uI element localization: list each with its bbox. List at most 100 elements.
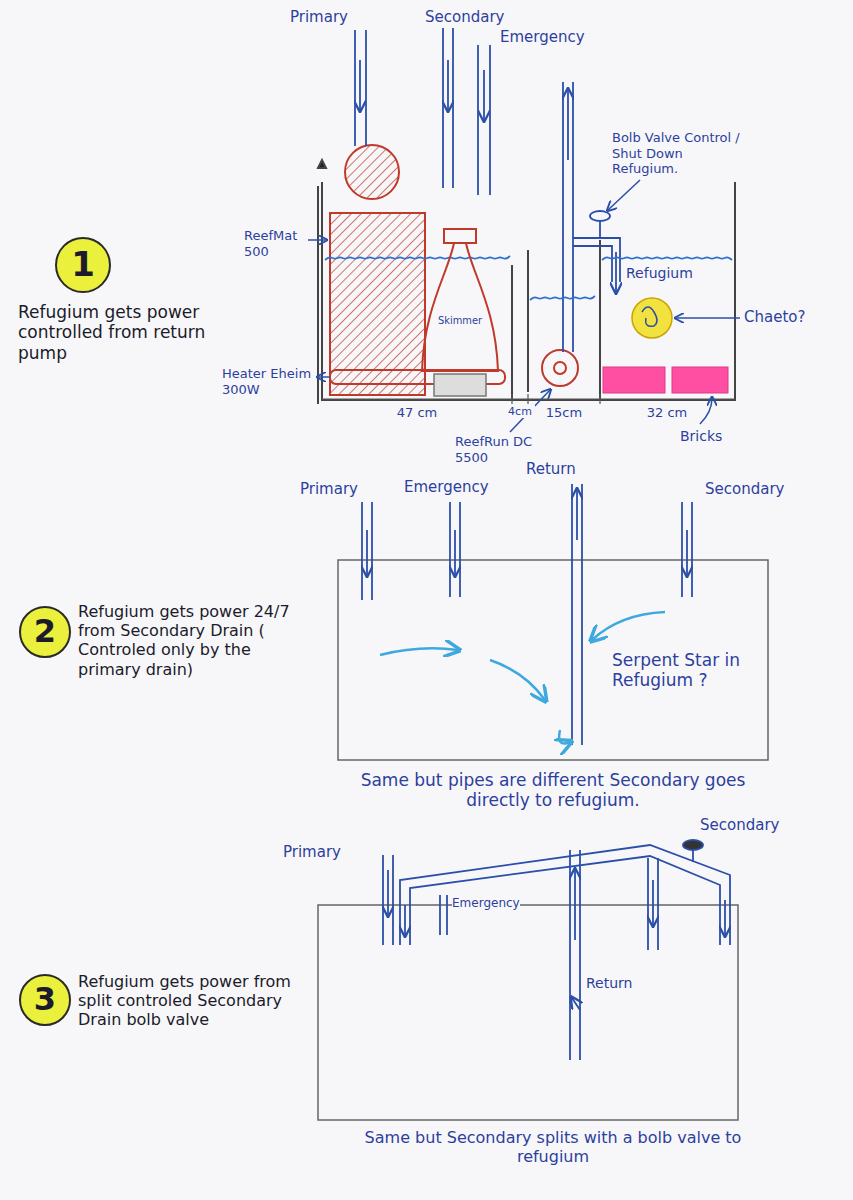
pipe: [355, 28, 620, 352]
label-text: Emergency: [500, 28, 585, 46]
pipe: [361, 502, 363, 600]
part-name: Skimmer: [418, 316, 502, 327]
label-text: Secondary: [705, 480, 784, 498]
callout-text: 2: [34, 614, 56, 649]
pipe: [439, 895, 441, 935]
skimmer-shape: Skimmer: [418, 228, 502, 373]
flow-arrow: [447, 60, 449, 110]
label-text: Refugium gets power controlled from retu…: [18, 302, 213, 363]
skimmer-stand: [434, 374, 486, 396]
sump-walls: [511, 265, 513, 400]
leader-line: [676, 317, 740, 319]
skimmer-body: [422, 243, 498, 371]
flow-arrow: [359, 60, 361, 110]
pipe: [569, 850, 571, 1060]
pipe: [459, 502, 461, 597]
label-text: Secondary: [425, 8, 504, 26]
callout-number: 2: [19, 606, 71, 658]
pipe: [590, 211, 610, 221]
chaeto: [632, 298, 672, 338]
pipe: [446, 895, 448, 935]
label-text: Bricks: [680, 428, 722, 445]
sump-walls: [599, 240, 601, 400]
flow-arrow: [387, 870, 389, 915]
pipe: [382, 855, 384, 945]
pipe: [477, 45, 479, 195]
label-text: Chaeto?: [744, 308, 805, 326]
reef-mat: [330, 145, 425, 395]
flow-arrow: [574, 870, 576, 940]
pipe: [573, 246, 612, 282]
pipe: [383, 840, 730, 1060]
pipe: [573, 238, 620, 282]
label-text: Bolb Valve Control / Shut Down Refugium.: [612, 130, 750, 177]
label-text: ReefMat 500: [244, 228, 308, 259]
reef-mat: [330, 213, 425, 395]
label-text: 47 cm: [387, 405, 447, 421]
water-flow: [559, 730, 570, 744]
flow-arrow: [404, 905, 406, 935]
pipe: [579, 850, 581, 1060]
pipe: [691, 502, 693, 597]
sump-walls: [527, 250, 529, 392]
bricks: [672, 367, 728, 393]
label-text: 32 cm: [637, 405, 697, 421]
water-line: [602, 257, 732, 260]
pipe: [392, 855, 394, 945]
pipe: [442, 28, 444, 188]
water-line: [530, 296, 595, 300]
skimmer-cup: [444, 229, 476, 243]
pipe: [683, 840, 703, 850]
dimension-line: [527, 394, 528, 404]
flow-arrow: [567, 90, 569, 160]
dimension-line: [599, 394, 600, 404]
pipe: [692, 850, 694, 862]
flow-arrow: [724, 900, 726, 935]
pipe: [581, 484, 583, 745]
flow-arrow: [576, 490, 578, 540]
label-text: Refugium gets power from split controled…: [78, 972, 303, 1030]
bricks: [603, 367, 665, 393]
leader-line: [700, 398, 712, 424]
skimmer-stand: [434, 374, 486, 396]
leader-line: [608, 180, 640, 210]
reef-mat: [345, 145, 399, 199]
pipe: [354, 30, 356, 146]
label-text: Return: [526, 460, 576, 478]
water-line: [325, 256, 510, 260]
pipe: [657, 858, 659, 950]
flow-arrow: [572, 998, 580, 1010]
label-text: 4cm: [505, 405, 535, 418]
sump-walls: [318, 905, 738, 1120]
label-text: Return: [586, 975, 632, 992]
sump-walls: [317, 186, 319, 404]
pipe: [371, 502, 373, 600]
flow-arrow: [652, 880, 654, 925]
callout-number: 1: [55, 237, 111, 293]
label-text: Refugium: [626, 265, 693, 282]
label-text: Primary: [283, 843, 341, 861]
label-text: Primary: [290, 8, 348, 26]
sump-walls: [318, 905, 738, 1120]
label-text: Emergency: [404, 478, 489, 496]
sump-walls: [318, 160, 326, 168]
dimension-line: [511, 394, 512, 404]
water-flow: [380, 648, 458, 655]
return-pump: [542, 350, 578, 386]
return-pump: [542, 350, 578, 386]
label-text: Primary: [300, 480, 358, 498]
pipe: [572, 82, 574, 352]
callout-text: 3: [34, 982, 56, 1017]
flow-arrow: [366, 530, 368, 575]
callout-text: 1: [71, 246, 95, 283]
callout-number: 3: [19, 974, 71, 1026]
dimension-line: [322, 394, 735, 404]
label-text: Serpent Star in Refugium ?: [612, 650, 762, 691]
pipe: [365, 30, 367, 146]
flow-arrow: [454, 530, 456, 575]
pipe: [449, 502, 451, 597]
label-text: Same but Secondary splits with a bolb va…: [353, 1128, 753, 1166]
flow-arrow: [686, 530, 688, 575]
leader-line: [308, 239, 326, 241]
chaeto: [632, 298, 672, 338]
